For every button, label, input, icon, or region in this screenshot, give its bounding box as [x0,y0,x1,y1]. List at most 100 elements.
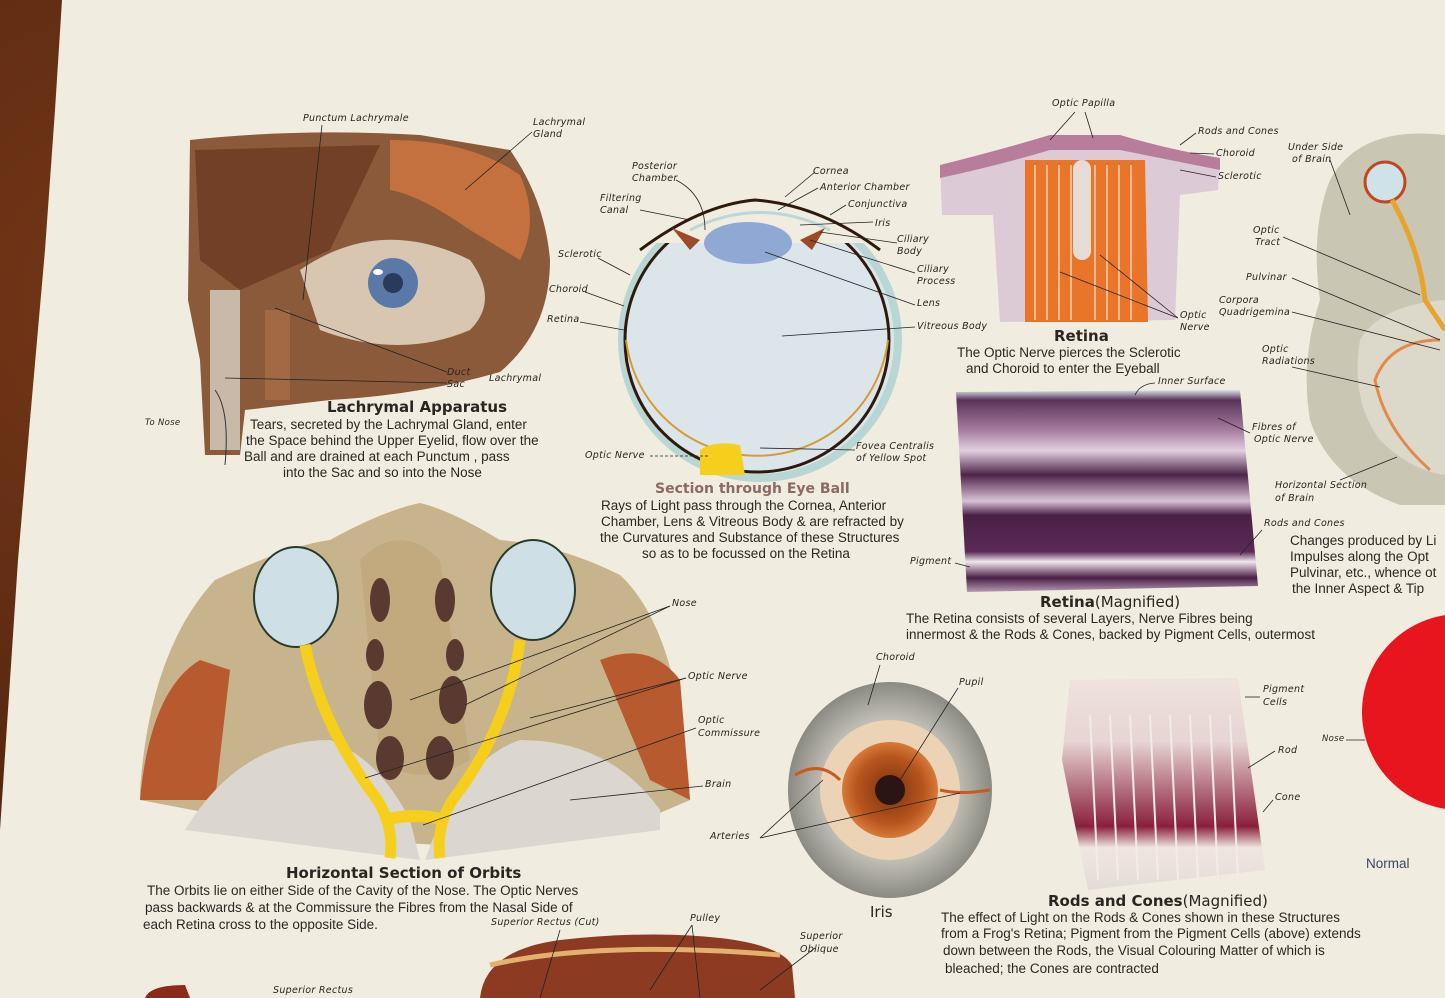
label-optic-tract: Tract [1255,237,1281,248]
label-corpora-quadrigemina: Corpora [1219,295,1260,306]
retina-illustration [940,111,1220,322]
label-pupil: Pupil [959,677,984,688]
retina-magnified-illustration [954,382,1263,592]
retina-magnified-title-suffix: (Magnified) [1094,593,1181,611]
label-choroid: Choroid [1216,148,1255,159]
label-superior-oblique: Oblique [800,944,839,955]
rods-cones-title-suffix: (Magnified) [1182,892,1268,910]
retina-caption-line: The Optic Nerve pierces the Sclerotic [957,345,1181,360]
label-posterior-chamber: Chamber [632,173,678,184]
rods-cones-title-main: Rods and Cones [1048,892,1183,910]
eyeball-caption-line: Rays of Light pass through the Cornea, A… [601,498,887,513]
label-under-side-brain: Under Side [1288,142,1344,153]
brain-caption-line: Changes produced by Li [1290,533,1437,548]
label-filtering-canal: Filtering [600,193,642,204]
rods-cones-caption-line: down between the Rods, the Visual Colour… [943,943,1325,958]
label-to-nose: To Nose [145,418,181,428]
label-lachrymal-gland: Gland [533,129,563,140]
label-fibres-optic-nerve: Optic Nerve [1254,434,1314,445]
label-optic-commissure: Optic [698,715,725,726]
label-lens: Lens [917,298,941,309]
eyeball-caption-line: Chamber, Lens & Vitreous Body & are refr… [601,514,904,529]
label-nose: Nose [1322,734,1345,744]
label-lachrymal: Lachrymal [489,373,542,384]
label-pulley: Pulley [690,913,721,924]
label-lachrymal-gland: Lachrymal [533,117,586,128]
label-anterior-chamber: Anterior Chamber [820,182,910,193]
rods-cones-caption-line: from a Frog's Retina; Pigment from the P… [941,926,1361,941]
rods-cones-illustration [1062,678,1276,890]
label-choroid: Choroid [876,652,915,663]
label-retina: Retina [547,314,580,325]
label-nose: Nose [672,598,697,609]
label-under-side-brain: of Brain [1292,154,1332,165]
label-pigment-cells: Pigment [1263,684,1305,695]
label-optic-commissure: Commissure [698,728,761,739]
eyeball-title: Section through Eye Ball [655,481,850,497]
label-rods-cones: Rods and Cones [1198,126,1279,137]
eyeball-illustration [579,171,916,482]
retina-title: Retina [1054,327,1109,345]
rods-cones-caption-line: The effect of Light on the Rods & Cones … [941,910,1340,925]
label-conjunctiva: Conjunctiva [848,199,908,210]
label-ciliary-process: Process [917,276,956,287]
retina-magnified-title-main: Retina [1040,593,1095,611]
rods-cones-caption-line: bleached; the Cones are contracted [945,961,1159,976]
label-posterior-chamber: Posterior [632,161,678,172]
orbits-caption-line: each Retina cross to the opposite Side. [143,917,378,932]
label-arteries: Arteries [710,831,750,842]
iris-title: Iris [870,903,893,921]
label-fovea: Fovea Centralis [856,441,935,452]
label-sclerotic: Sclerotic [1218,171,1262,182]
label-pigment-cells: Cells [1263,697,1288,708]
label-optic-nerve: Optic [1180,310,1207,321]
label-optic-tract: Optic [1253,225,1280,236]
label-optic-radiations: Radiations [1262,356,1316,367]
visual-field-disc [1362,615,1445,809]
label-rod: Rod [1278,745,1298,756]
rods-cones-title: Rods and Cones(Magnified) [1048,893,1268,909]
eyeball-caption-line: the Curvatures and Substance of these St… [600,530,900,545]
label-duct: Duct [447,367,471,378]
label-sac: Sac [447,379,465,390]
brain-caption-line: Pulvinar, etc., whence ot [1290,565,1437,580]
label-rods-cones: Rods and Cones [1264,518,1345,529]
brain-illustration [1282,133,1445,505]
label-brain: Brain [705,779,732,790]
label-optic-nerve: Optic Nerve [585,450,645,461]
iris-illustration [759,664,992,898]
label-optic-nerve: Nerve [1180,322,1210,333]
label-filtering-canal: Canal [600,205,629,216]
brain-caption-line: Impulses along the Opt [1290,549,1429,564]
label-choroid: Choroid [549,284,588,295]
lachrymal-caption-line: into the Sac and so into the Nose [283,465,482,480]
orbits-caption-line: pass backwards & at the Commissure the F… [145,900,573,915]
orbits-illustration [140,503,704,860]
lachrymal-title: Lachrymal Apparatus [327,398,508,416]
label-superior-oblique: Superior [800,931,843,942]
bottom-illustrations [145,924,816,998]
label-punctum-lachrymale: Punctum Lachrymale [303,113,409,124]
retina-magnified-caption-line: The Retina consists of several Layers, N… [906,611,1253,626]
label-cornea: Cornea [813,166,849,177]
label-horizontal-section-brain: of Brain [1275,493,1315,504]
orbits-caption-line: The Orbits lie on either Side of the Cav… [147,883,579,898]
retina-caption-line: and Choroid to enter the Eyeball [966,361,1160,376]
label-normal: Normal [1366,856,1410,871]
label-superior-rectus-cut: Superior Rectus (Cut) [491,917,600,928]
label-cone: Cone [1275,792,1301,803]
eyeball-caption-line: so as to be focussed on the Retina [642,546,850,561]
label-optic-radiations: Optic [1262,344,1289,355]
lachrymal-caption-line: Tears, secreted by the Lachrymal Gland, … [250,417,527,432]
label-pigment: Pigment [910,556,952,567]
label-optic-nerve: Optic Nerve [688,671,748,682]
brain-caption-line: the Inner Aspect & Tip [1292,581,1425,596]
label-inner-surface: Inner Surface [1158,376,1226,387]
label-fovea: of Yellow Spot [856,453,927,464]
label-fibres-optic-nerve: Fibres of [1252,422,1296,433]
lachrymal-caption-line: the Space behind the Upper Eyelid, flow … [246,433,539,448]
label-ciliary-body: Ciliary [897,234,930,245]
label-corpora-quadrigemina: Quadrigemina [1219,307,1291,318]
lachrymal-caption-line: Ball and are drained at each Punctum , p… [244,449,510,464]
